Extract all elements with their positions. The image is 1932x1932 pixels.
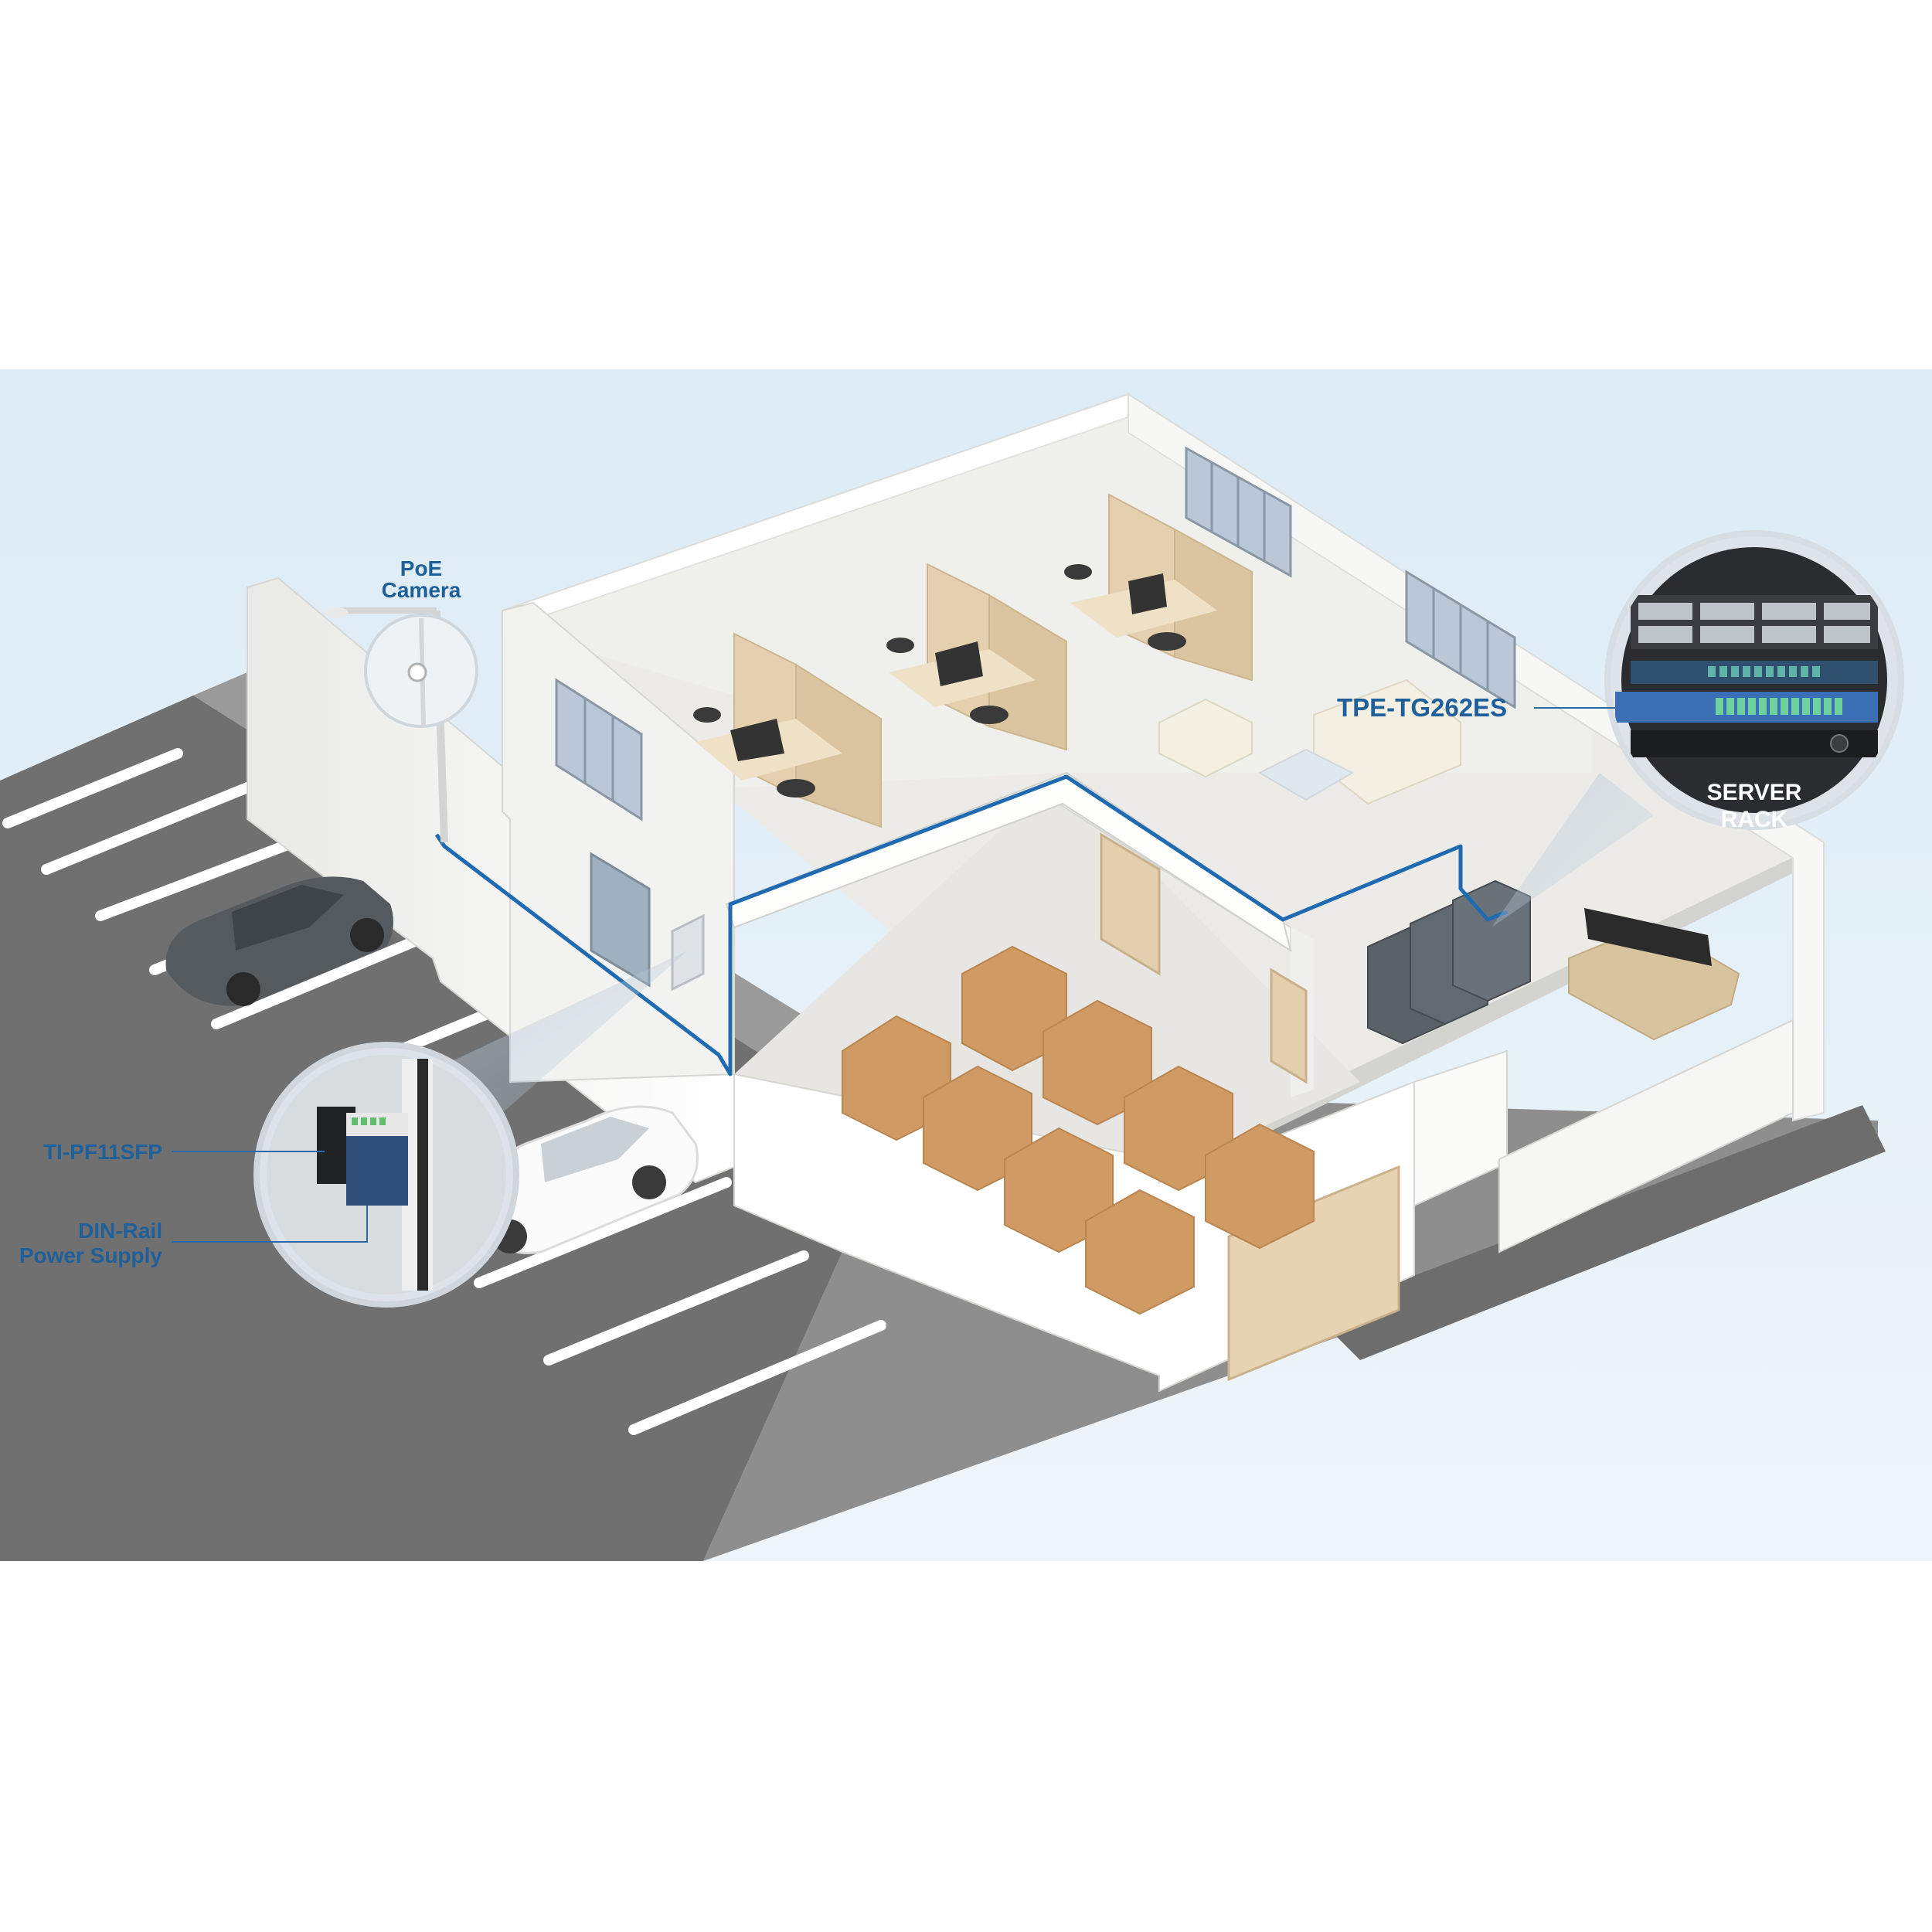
enclosure-magnifier bbox=[253, 1042, 519, 1308]
poe-camera-label-line1: PoE bbox=[400, 556, 442, 580]
switch-model-label: TPE-TG262ES bbox=[1337, 693, 1507, 722]
office-cubicles bbox=[696, 493, 1253, 828]
right-road bbox=[1314, 1105, 1886, 1360]
side-door bbox=[590, 852, 651, 988]
warehouse-door bbox=[1100, 832, 1161, 976]
warehouse-crates bbox=[842, 945, 1315, 1315]
wall-enclosure bbox=[671, 913, 705, 992]
lounge-furniture bbox=[1158, 679, 1461, 805]
front-low-wall-right bbox=[1498, 1019, 1794, 1253]
power-supply-label-line1: DIN-Rail bbox=[78, 1219, 162, 1243]
switch-tpe-tg262es bbox=[1615, 692, 1878, 723]
dark-car bbox=[165, 876, 393, 1006]
dome-camera-icon bbox=[407, 662, 427, 682]
office-chairs bbox=[693, 564, 1186, 798]
window-group-left bbox=[555, 678, 643, 821]
callout-leaders bbox=[172, 707, 1615, 1243]
server-racks bbox=[1367, 879, 1531, 1045]
storage-door bbox=[1270, 968, 1308, 1084]
control-desk bbox=[1568, 908, 1740, 1041]
server-rack-label-line1: SERVER bbox=[1707, 780, 1802, 805]
window-group-back bbox=[1185, 446, 1516, 709]
camera-magnifier bbox=[364, 614, 478, 728]
enclosure-magnifier-beam bbox=[440, 951, 688, 1113]
server-magnifier-beam bbox=[1492, 773, 1654, 927]
poe-camera-label-line2: Camera bbox=[382, 578, 461, 602]
power-supply-label-line2: Power Supply bbox=[19, 1243, 163, 1267]
media-converter-label: TI-PF11SFP bbox=[43, 1140, 162, 1164]
server-rack-label-line2: RACK bbox=[1721, 807, 1788, 832]
server-rack-magnifier: SERVER RACK bbox=[1604, 530, 1904, 832]
